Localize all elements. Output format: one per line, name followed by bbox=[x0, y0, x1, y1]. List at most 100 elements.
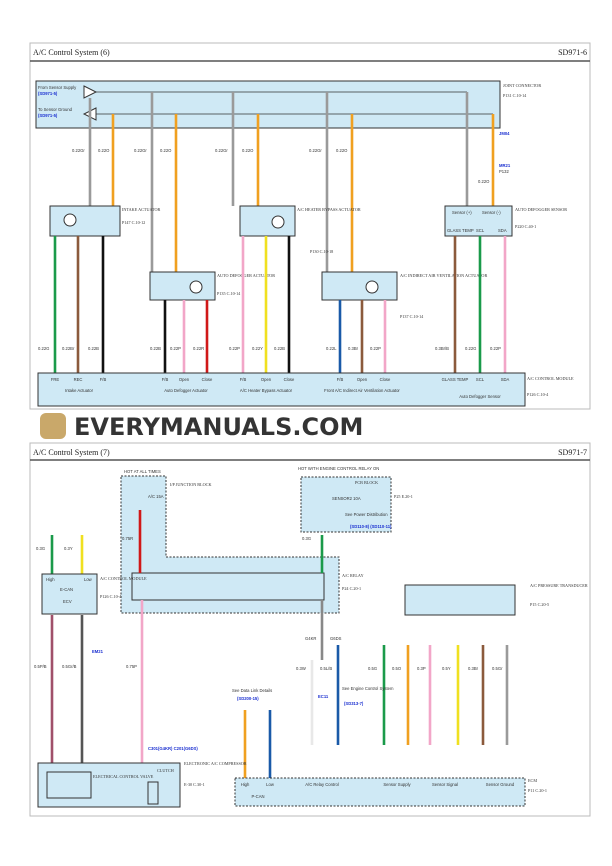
wire-label: 0.3Y bbox=[64, 546, 73, 551]
pin-label: F/B bbox=[240, 377, 247, 382]
pin-label: F/B bbox=[337, 377, 344, 382]
control-module bbox=[37, 372, 526, 407]
pcb-block bbox=[300, 476, 392, 533]
ac-control-module-7 bbox=[41, 573, 98, 615]
panel-7-code: SD971-7 bbox=[558, 448, 587, 457]
pin-label: FRE bbox=[51, 377, 60, 382]
wire-label: 0.5Gr/B bbox=[62, 664, 77, 669]
wire-label: 0.3Br bbox=[468, 666, 479, 671]
wire-label: 0.22O bbox=[336, 148, 348, 153]
panel-7-title: A/C Control System (7) bbox=[33, 448, 110, 457]
relay-control-label: A/C Relay Control bbox=[305, 782, 339, 787]
defogger-sensor-ref: P220 C.40-1 bbox=[515, 224, 536, 229]
wire-label: 0.5L/B bbox=[320, 666, 332, 671]
scl-label: SCL bbox=[476, 228, 485, 233]
sensor-plus-label: Sensor (+) bbox=[452, 210, 472, 215]
pin-label: Close bbox=[284, 377, 295, 382]
wire-label: 0.22Br bbox=[62, 346, 75, 351]
joint-connector bbox=[35, 80, 501, 129]
watermark: EVERYMANUALS.COM bbox=[40, 413, 363, 441]
group-label: Front A/C Indirect Air Ventilation Actua… bbox=[324, 388, 400, 393]
fuse-sensor2-label: SENSOR2 10A bbox=[332, 496, 361, 501]
sensor-supply-label: Sensor Supply bbox=[383, 782, 411, 787]
power-ref-link[interactable]: (SD110-8) (SD110-11) bbox=[350, 524, 392, 529]
ac-relay-ref: P24 C.20-1 bbox=[342, 586, 361, 591]
pressure-transducer-label: A/C PRESSURE TRANSDUCER bbox=[530, 583, 588, 588]
connector-mr21[interactable]: MR21 bbox=[499, 163, 511, 168]
pcb-block-label: PCB BLOCK bbox=[355, 480, 378, 485]
supply-ground-wires bbox=[88, 92, 495, 272]
pin-label: F/B bbox=[100, 377, 107, 382]
sda-label: SDA bbox=[498, 228, 507, 233]
intake-actuator-ref: P147 C.10-12 bbox=[122, 220, 145, 225]
wire-label: 0.22Gr bbox=[134, 148, 147, 153]
motor-icon bbox=[63, 213, 77, 227]
wire-label: 0.22B bbox=[150, 346, 161, 351]
compressor-label: ELECTRONIC A/C COMPRESSOR bbox=[184, 761, 247, 766]
control-module-ref: P126 C.10-4 bbox=[527, 392, 549, 397]
panel7-wires bbox=[50, 510, 509, 778]
pin-label: GLASS TEMP bbox=[442, 377, 469, 382]
wire-label: 0.3Br/B bbox=[435, 346, 449, 351]
wire-label: 0.22L bbox=[326, 346, 337, 351]
variant-label: G6DS bbox=[330, 636, 342, 641]
ac-relay bbox=[131, 572, 325, 601]
pcan-label: P-CAN bbox=[251, 794, 264, 799]
engine-ref-link[interactable]: (SD313-7) bbox=[344, 701, 364, 706]
indirect-vent-ref: P137 C.10-14 bbox=[400, 314, 424, 319]
indirect-air-ventilation-actuator bbox=[321, 271, 398, 301]
connector-em21[interactable]: EM21 bbox=[92, 649, 104, 654]
data-link-ref-link[interactable]: (SD200-15) bbox=[237, 696, 259, 701]
wire-label: 0.5Y bbox=[442, 666, 451, 671]
motor-icon bbox=[189, 280, 203, 294]
control-module-wires bbox=[53, 236, 507, 373]
wire-label: 0.3Br bbox=[348, 346, 359, 351]
pin-low: Low bbox=[84, 577, 93, 582]
panel-6-code: SD971-6 bbox=[558, 48, 587, 57]
pressure-transducer-ref: P15 C.20-5 bbox=[530, 602, 549, 607]
from-sensor-supply-label: From Sensor Supply bbox=[38, 85, 77, 90]
connector-mr21-ref: P132 bbox=[499, 169, 509, 174]
pin-label: Open bbox=[261, 377, 272, 382]
wire-label: 0.3W bbox=[296, 666, 306, 671]
hot-engine-label: HOT WITH ENGINE CONTROL RELAY ON bbox=[298, 466, 379, 471]
intake-actuator-label: INTAKE ACTUATOR bbox=[122, 207, 161, 212]
ecm bbox=[234, 777, 526, 807]
auto-defogger-sensor bbox=[444, 205, 513, 237]
group-label: Auto Defogger Actuator bbox=[164, 388, 208, 393]
group-label: Auto Defogger Sensor bbox=[459, 394, 501, 399]
ac-relay-label: A/C RELAY bbox=[342, 573, 364, 578]
connector-ec11[interactable]: EC11 bbox=[318, 694, 329, 699]
wire-label: 0.75P bbox=[126, 664, 137, 669]
wire-label: 0.5G bbox=[368, 666, 377, 671]
motor-icon bbox=[271, 215, 285, 229]
wire-label: 0.22B bbox=[274, 346, 285, 351]
wire-label: 0.22O bbox=[242, 148, 254, 153]
ecv-label: ECV bbox=[63, 599, 72, 604]
sensor-ground-label: Sensor Ground bbox=[486, 782, 515, 787]
connector-c301[interactable]: C301(G4KR) C201(G6DS) bbox=[148, 746, 198, 751]
wire-label: 0.22Gr bbox=[309, 148, 322, 153]
wire-label: 0.22Gr bbox=[72, 148, 85, 153]
connector-jm04[interactable]: JM04 bbox=[499, 131, 510, 136]
wire-label: 0.22P bbox=[170, 346, 181, 351]
ij-block-label: I/P JUNCTION BLOCK bbox=[170, 482, 212, 487]
clutch-icon bbox=[147, 781, 159, 805]
connector-arrow-icon bbox=[83, 85, 98, 99]
intake-actuator bbox=[49, 205, 121, 237]
from-ref-link[interactable]: (SD971-5) bbox=[38, 91, 58, 96]
wire-label: 0.3G bbox=[36, 546, 45, 551]
pin-label: F/B bbox=[162, 377, 169, 382]
heater-bypass-ref: P130 C.10-18 bbox=[310, 249, 333, 254]
pressure-transducer bbox=[404, 584, 516, 616]
group-label: A/C Heater Bypass Actuator bbox=[240, 388, 293, 393]
ecm-label: ECM bbox=[528, 778, 537, 783]
wire-label: 0.3P bbox=[417, 666, 426, 671]
pin-low: Low bbox=[266, 782, 275, 787]
pin-label: Open bbox=[357, 377, 368, 382]
ecm-ref: P11 C.20-1 bbox=[528, 788, 547, 793]
to-ref-link[interactable]: (SD971-5) bbox=[38, 113, 58, 118]
auto-defogger-actuator-label: AUTO DEFOGGER ACTUATOR bbox=[217, 273, 275, 278]
wire-label: 0.5Gr bbox=[492, 666, 503, 671]
wire-label: 0.75R bbox=[122, 536, 133, 541]
